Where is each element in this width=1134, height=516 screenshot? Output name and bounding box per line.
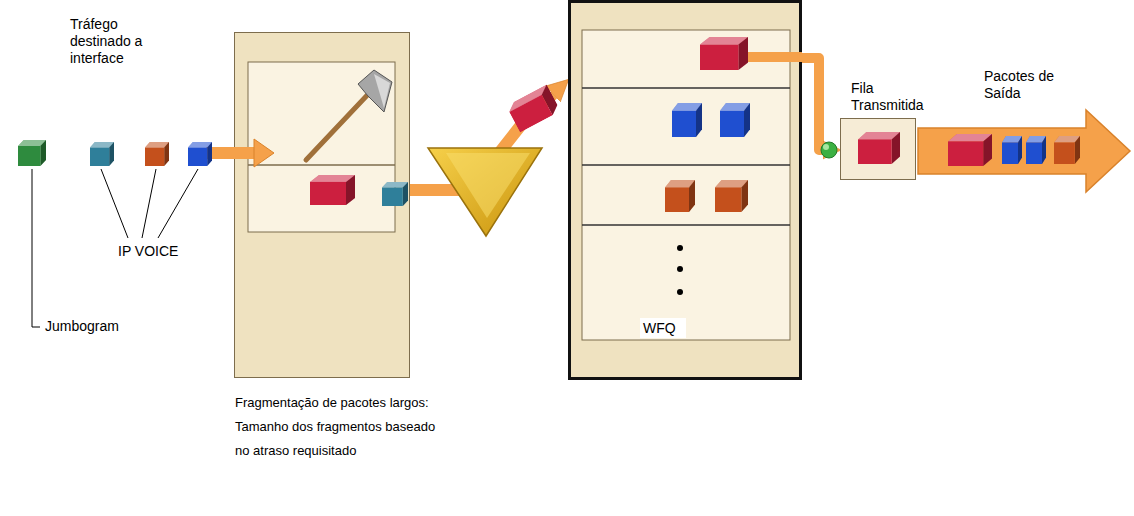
output-arrow [918, 110, 1130, 192]
output-packet [1026, 136, 1046, 164]
queue-divider [582, 87, 790, 89]
ellipsis-dot [677, 245, 683, 251]
packet-label: Jumbogram [45, 318, 145, 335]
ellipsis-dot [677, 266, 683, 272]
queued-packet [720, 103, 750, 137]
traffic-label: Tráfego destinado a interface [70, 16, 158, 67]
tx-queue-art [840, 118, 916, 180]
voice-packet [90, 142, 114, 166]
output-arrow-art [918, 110, 1130, 192]
queued-packet [672, 103, 702, 137]
queue-box [582, 30, 790, 340]
leader-line [101, 169, 128, 238]
queue-out-arrow [746, 52, 802, 62]
fragmenter-panel: Fragmentação de pacotes largos: Tamanho … [234, 32, 410, 378]
funnel-highlight [446, 153, 530, 218]
divider-line [248, 164, 395, 166]
queue-name: WFQ [640, 318, 686, 338]
inner-box [248, 62, 395, 232]
jumbogram-packet [18, 140, 46, 166]
output-arrow-node: Pacotes de Saída [918, 110, 1130, 192]
queue-divider [582, 164, 790, 166]
fragment-cube [506, 84, 561, 132]
leader-line [32, 169, 40, 327]
leader-line [142, 169, 156, 238]
junction-dot-highlight [823, 144, 829, 150]
fragment-packet [310, 175, 355, 205]
output-packet [948, 134, 992, 166]
queue-divider [582, 224, 790, 226]
axe-head [358, 70, 392, 112]
ellipsis-dot [677, 289, 683, 295]
queued-packet [715, 180, 748, 212]
voice-packet [382, 182, 408, 206]
axe-edge [374, 74, 390, 108]
panel-caption: Fragmentação de pacotes largos: Tamanho … [235, 391, 441, 463]
packet-label: IP VOICE [118, 243, 208, 260]
voice-packet [145, 142, 169, 166]
queued-packet [700, 37, 748, 70]
box-heading: Fila Transmitida [851, 80, 936, 114]
arrow-heading: Pacotes de Saída [984, 68, 1076, 102]
junction-dot [821, 142, 837, 158]
tx-queue-box: Fila Transmitida [840, 118, 916, 180]
output-packet [1002, 136, 1022, 164]
voice-packet [188, 142, 212, 166]
flow-arrow [802, 58, 823, 150]
fragmenter-art [234, 32, 410, 378]
leader-line [158, 169, 198, 238]
wfq-panel: WFQ [568, 0, 802, 380]
queued-packet [858, 132, 900, 164]
funnel-shape [428, 148, 542, 236]
incoming-arrow-head [254, 139, 274, 167]
axe-handle [306, 88, 374, 160]
output-packet [1054, 136, 1080, 164]
queued-packet [665, 180, 695, 212]
fragment-packet [506, 84, 561, 132]
incoming-arrow-body [234, 147, 256, 159]
